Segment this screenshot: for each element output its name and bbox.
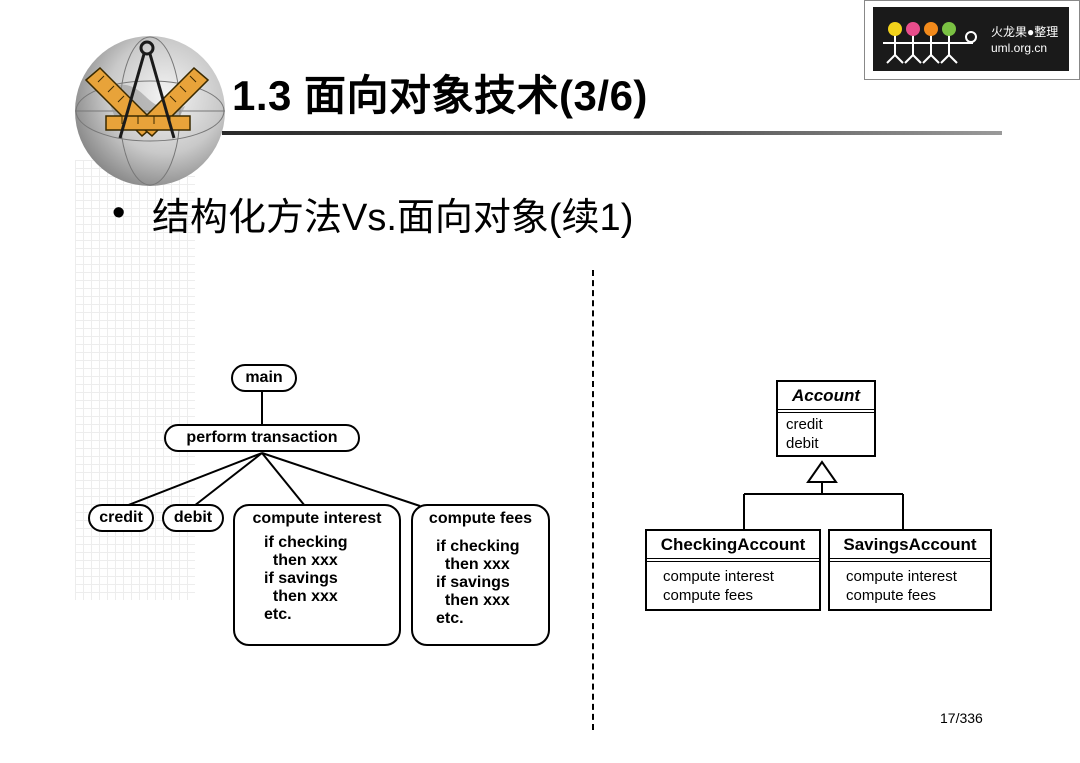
class-account-name: Account <box>778 382 874 413</box>
node-perform-transaction: perform transaction <box>164 424 360 452</box>
class-checking-name: CheckingAccount <box>647 531 819 562</box>
node-main: main <box>231 364 297 392</box>
node-compute-fees: compute fees <box>411 504 550 646</box>
logo-text-url: uml.org.cn <box>991 41 1048 55</box>
compute-fees-body: if checking then xxx if savings then xxx… <box>436 538 520 627</box>
compute-interest-body: if checking then xxx if savings then xxx… <box>264 534 348 623</box>
class-savings-op: compute interest <box>846 568 957 585</box>
bullet-text: 结构化方法Vs.面向对象(续1) <box>152 197 634 239</box>
logo-text-cn: 火龙果●整理 <box>991 25 1059 39</box>
node-credit: credit <box>88 504 154 532</box>
class-checking-op: compute interest <box>663 568 774 585</box>
class-savings-op: compute fees <box>846 587 937 604</box>
class-account-ops: credit debit <box>778 413 874 455</box>
class-account-op: debit <box>786 435 819 452</box>
logo-figures-icon <box>883 22 977 64</box>
slide-title: 1.3 面向对象技术(3/6) <box>232 72 648 119</box>
class-account-op: credit <box>786 416 823 433</box>
class-savings-ops: compute interest compute fees <box>830 562 990 609</box>
class-checking-ops: compute interest compute fees <box>647 562 819 609</box>
compass-ruler-icon <box>84 40 210 139</box>
compute-fees-title: compute fees <box>428 510 533 527</box>
node-compute-interest: compute interest <box>233 504 401 646</box>
logo-panel: 火龙果●整理 uml.org.cn <box>873 7 1069 71</box>
class-savings-account: SavingsAccount compute interest compute … <box>828 529 992 611</box>
class-savings-name: SavingsAccount <box>830 531 990 562</box>
class-account: Account credit debit <box>776 380 876 457</box>
bullet-dot-icon: • <box>112 192 126 234</box>
page-number: 17/336 <box>940 710 983 726</box>
compute-interest-title: compute interest <box>252 510 382 527</box>
class-checking-account: CheckingAccount compute interest compute… <box>645 529 821 611</box>
title-divider <box>222 131 1002 135</box>
dashed-divider <box>592 270 594 730</box>
class-checking-op: compute fees <box>663 587 754 604</box>
node-debit: debit <box>162 504 224 532</box>
